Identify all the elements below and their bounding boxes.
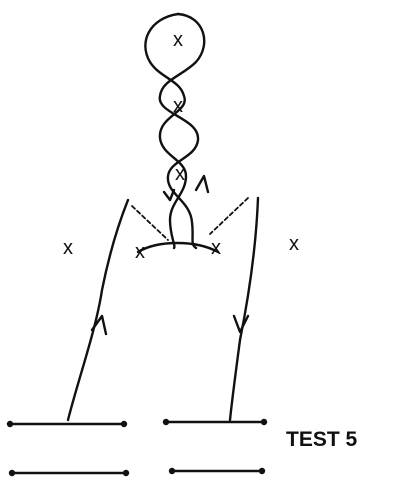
pad-dot [120,420,128,428]
pad-dot [168,467,176,475]
marker-far-left: x [63,237,73,259]
braid-arrowhead [194,174,210,194]
marker-far-right: x [289,233,299,255]
braid-strand-left [144,12,188,250]
marker-in-loop-1: x [173,29,183,51]
marker-in-loop-2: x [173,95,183,117]
dashed-connector-left [131,205,169,241]
braid-strand-right [158,12,206,250]
dashed-connector-right [209,197,249,235]
pad-dot [122,469,130,477]
left-path [66,198,130,422]
right-path [228,196,260,422]
marker-junction-left: x [135,241,145,263]
marker-in-loop-3: x [175,163,185,185]
left-path-arrow [90,314,108,336]
braid-arrowhead-left [162,188,176,202]
pad-dot [162,418,170,426]
marker-junction-right: x [211,237,221,259]
test-label: TEST 5 [286,428,358,451]
pad-dot [260,418,268,426]
pad-dot [6,420,14,428]
right-path-arrow [232,314,250,334]
junction-arc [136,241,220,254]
pad-dot [8,469,16,477]
pad-dot [258,467,266,475]
